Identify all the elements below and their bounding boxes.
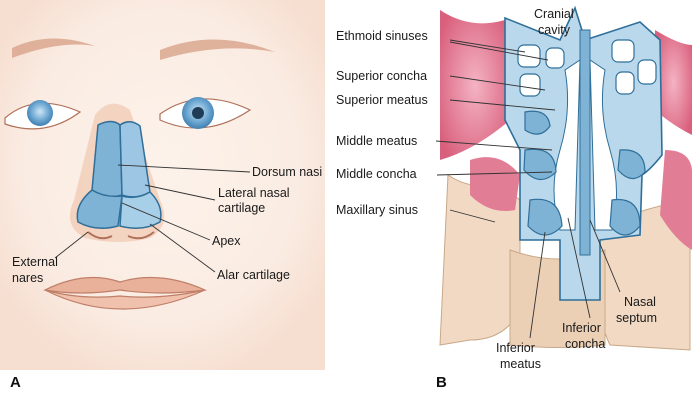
label-maxillary-sinus: Maxillary sinus [336,203,418,217]
label-cranial-cavity-1: Cranial [534,7,574,21]
label-nasal-septum-1: Nasal [624,295,656,309]
label-middle-meatus: Middle meatus [336,134,417,148]
label-middle-concha: Middle concha [336,167,417,181]
label-lateral-nasal-2: cartilage [218,201,265,215]
right-pupil [192,107,204,119]
label-inferior-meatus-2: meatus [500,357,541,371]
label-inferior-concha-2: concha [565,337,605,351]
label-dorsum-nasi: Dorsum nasi [252,165,322,179]
label-ethmoid-sinuses: Ethmoid sinuses [336,29,428,43]
left-orbit-mucosa [440,10,510,160]
label-apex: Apex [212,234,241,248]
label-external-nares-1: External [12,255,58,269]
ethmoid-cell-6 [616,72,634,94]
panel-letter-b: B [436,374,447,391]
label-cranial-cavity-2: cavity [538,23,571,37]
label-lateral-nasal-1: Lateral nasal [218,186,290,200]
ethmoid-cell-4 [612,40,634,62]
label-nasal-septum-2: septum [616,311,657,325]
panel-letter-a: A [10,374,21,391]
ethmoid-cell-1 [518,45,540,67]
alar-cartilage-right [120,192,161,228]
left-iris [27,100,53,126]
ethmoid-cell-3 [520,74,540,96]
panel-a-illustration [0,0,325,370]
nasal-septum [580,30,590,255]
label-inferior-concha-1: Inferior [562,321,601,335]
label-inferior-meatus-1: Inferior [496,341,535,355]
label-superior-meatus: Superior meatus [336,93,428,107]
label-external-nares-2: nares [12,271,43,285]
label-alar-cartilage: Alar cartilage [217,268,290,282]
ethmoid-cell-5 [638,60,656,84]
ethmoid-cell-2 [546,48,564,68]
label-superior-concha: Superior concha [336,69,427,83]
